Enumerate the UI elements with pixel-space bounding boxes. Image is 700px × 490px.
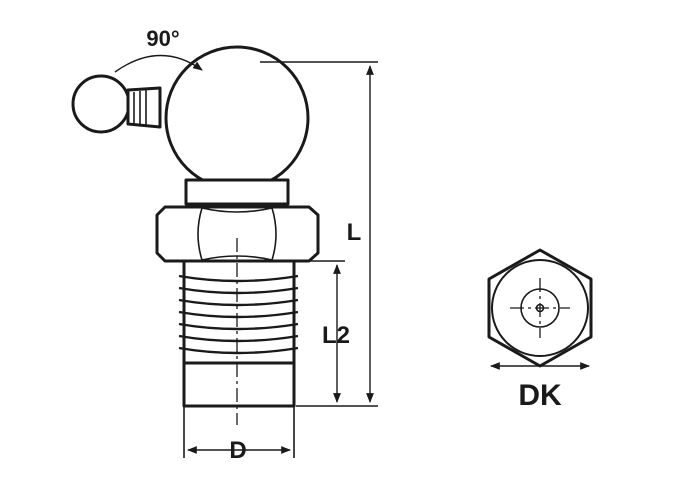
length-label: L xyxy=(347,219,362,246)
side-view xyxy=(71,45,320,425)
dimension-DK: DK xyxy=(490,362,590,412)
diameter-label: D xyxy=(229,437,246,464)
rotation-arrow xyxy=(114,54,203,73)
angle-label: 90° xyxy=(146,26,179,51)
dimension-L2: L2 xyxy=(296,260,350,403)
collar xyxy=(184,178,290,206)
hex-size-label: DK xyxy=(518,379,562,412)
dimension-D: D xyxy=(183,406,295,464)
thread-lines xyxy=(178,274,299,355)
side-ball-neck xyxy=(126,86,162,129)
dimension-L: L xyxy=(260,61,378,407)
ball-head xyxy=(164,45,310,191)
plain-shank xyxy=(182,361,296,408)
hex-nut xyxy=(155,205,320,263)
side-ball-head xyxy=(71,74,131,134)
thread-length-label: L2 xyxy=(322,322,350,349)
hexagon-inner-circle xyxy=(491,259,589,357)
top-view-hexagon xyxy=(487,248,593,368)
